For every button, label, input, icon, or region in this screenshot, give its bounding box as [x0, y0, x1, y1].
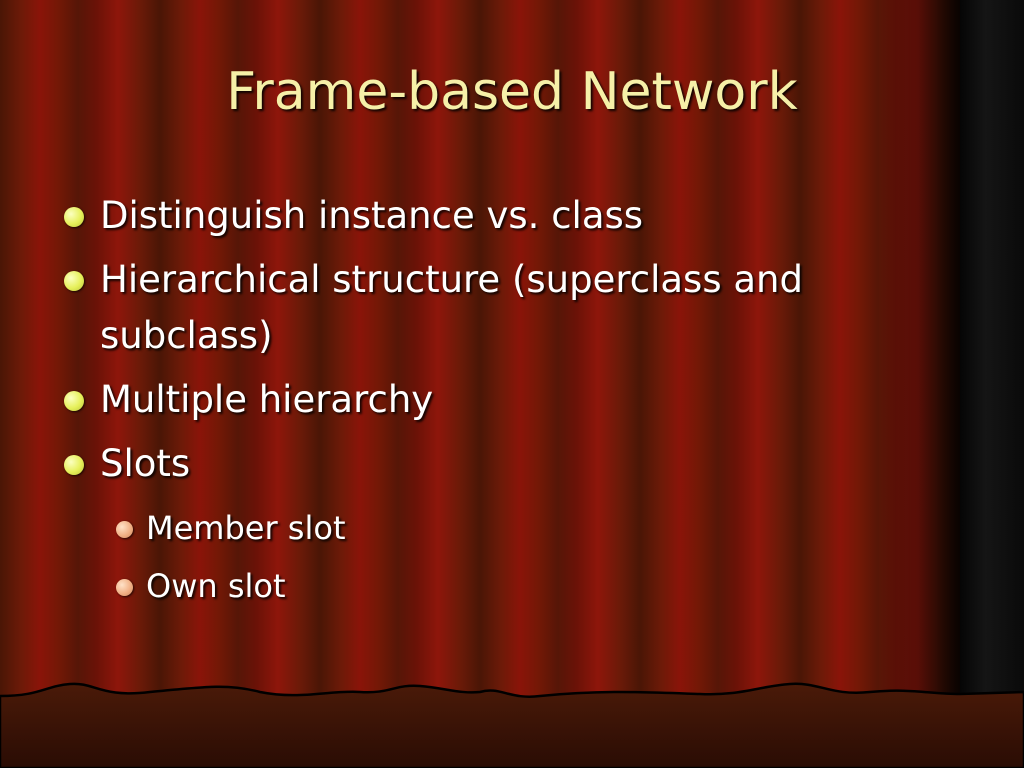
bullet-dot-icon: [64, 455, 84, 475]
sub-bullet-text: Own slot: [146, 567, 286, 605]
bullet-list: Distinguish instance vs. class Hierarchi…: [60, 188, 920, 616]
bullet-item: Hierarchical structure (superclass and s…: [60, 252, 920, 364]
sub-bullet-dot-icon: [116, 521, 133, 538]
stage-floor: [0, 682, 1024, 768]
bullet-dot-icon: [64, 391, 84, 411]
slide-title: Frame-based Network: [226, 62, 798, 122]
sub-bullet-group: Member slot Own slot: [60, 500, 920, 614]
bullet-text: Multiple hierarchy: [100, 378, 434, 421]
sub-bullet-list: Member slot Own slot: [60, 500, 920, 614]
sub-bullet-dot-icon: [116, 579, 133, 596]
bullet-item: Multiple hierarchy: [60, 372, 920, 428]
sub-bullet-item: Member slot: [60, 500, 920, 556]
bullet-dot-icon: [64, 271, 84, 291]
bullet-text: Hierarchical structure (superclass and s…: [100, 258, 803, 357]
right-curtain-edge: [960, 0, 1024, 768]
bullet-dot-icon: [64, 207, 84, 227]
bullet-item: Slots: [60, 436, 920, 492]
sub-bullet-text: Member slot: [146, 509, 346, 547]
bullet-text: Slots: [100, 442, 191, 485]
sub-bullet-item: Own slot: [60, 558, 920, 614]
bullet-item: Distinguish instance vs. class: [60, 188, 920, 244]
bullet-text: Distinguish instance vs. class: [100, 194, 644, 237]
